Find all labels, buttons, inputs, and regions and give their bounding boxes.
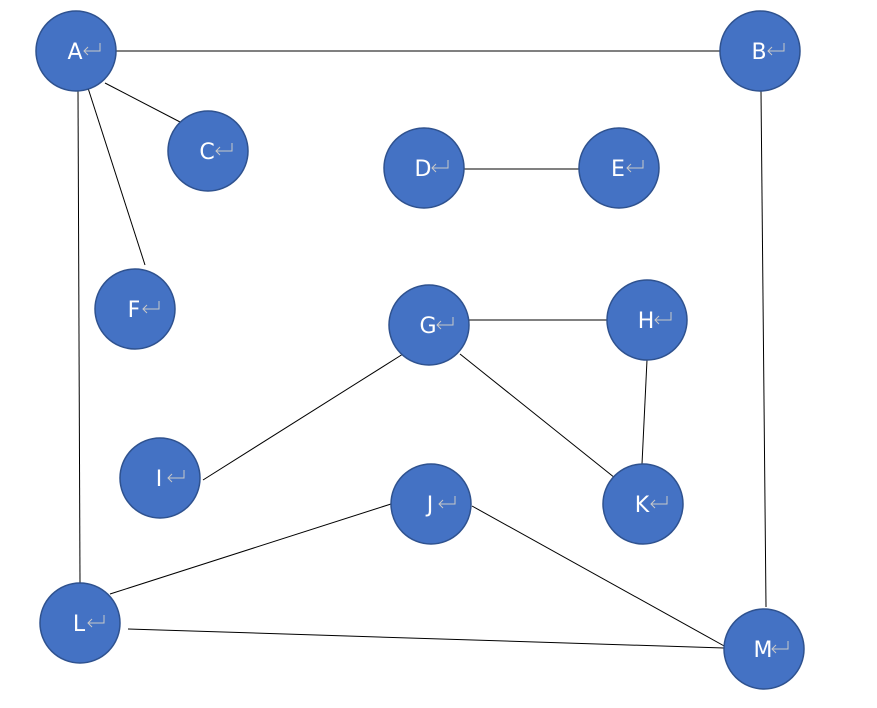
node-k: K	[602, 463, 684, 545]
node-circle	[723, 608, 805, 690]
node-circle	[719, 10, 801, 92]
node-i: I	[119, 437, 201, 519]
node-circle	[119, 437, 201, 519]
node-label: A	[67, 40, 82, 65]
node-d: D	[383, 127, 465, 209]
node-b: B	[719, 10, 801, 92]
node-label: B	[751, 40, 766, 65]
edge-a-c	[104, 82, 183, 124]
return-mark-icon	[167, 470, 185, 483]
node-m: M	[723, 608, 805, 690]
return-mark-icon	[767, 43, 785, 56]
node-circle	[39, 582, 121, 664]
node-circle	[167, 110, 249, 192]
node-j: J	[390, 463, 472, 545]
edge-a-l	[77, 89, 81, 584]
node-label: E	[611, 157, 625, 182]
nodes-layer: A B C D E F G H I J K L M	[35, 10, 805, 690]
return-mark-icon	[654, 312, 672, 325]
return-mark-icon	[215, 143, 233, 156]
return-mark-icon	[431, 160, 449, 173]
return-mark-icon	[436, 317, 454, 330]
edge-g-i	[202, 353, 404, 481]
node-circle	[578, 127, 660, 209]
edge-a-f	[87, 87, 146, 266]
edge-j-l	[109, 503, 392, 595]
edges-layer	[77, 50, 767, 649]
node-label: J	[425, 493, 434, 518]
return-mark-icon	[771, 641, 789, 654]
node-l: L	[39, 582, 121, 664]
node-label: K	[635, 493, 650, 518]
node-label: M	[754, 638, 773, 663]
node-h: H	[606, 279, 688, 361]
node-label: H	[638, 309, 655, 334]
edge-l-m	[127, 628, 725, 649]
return-mark-icon	[438, 496, 456, 509]
return-mark-icon	[650, 496, 668, 509]
return-mark-icon	[142, 301, 160, 314]
node-f: F	[94, 268, 176, 350]
node-circle	[94, 268, 176, 350]
return-mark-icon	[626, 160, 644, 173]
edge-h-k	[641, 359, 648, 465]
node-c: C	[167, 110, 249, 192]
node-a: A	[35, 10, 117, 92]
node-circle	[35, 10, 117, 92]
node-label: G	[419, 314, 436, 339]
edge-j-m	[471, 505, 727, 648]
node-label: I	[156, 467, 163, 492]
node-g: G	[388, 284, 470, 366]
node-label: D	[415, 157, 432, 182]
node-circle	[383, 127, 465, 209]
node-circle	[390, 463, 472, 545]
edge-b-m	[760, 90, 767, 608]
edge-g-k	[459, 353, 616, 479]
node-label: C	[199, 140, 214, 165]
node-circle	[602, 463, 684, 545]
node-label: L	[73, 612, 86, 637]
node-e: E	[578, 127, 660, 209]
node-circle	[388, 284, 470, 366]
return-mark-icon	[87, 615, 105, 628]
node-label: F	[128, 298, 141, 323]
return-mark-icon	[83, 43, 101, 56]
node-circle	[606, 279, 688, 361]
